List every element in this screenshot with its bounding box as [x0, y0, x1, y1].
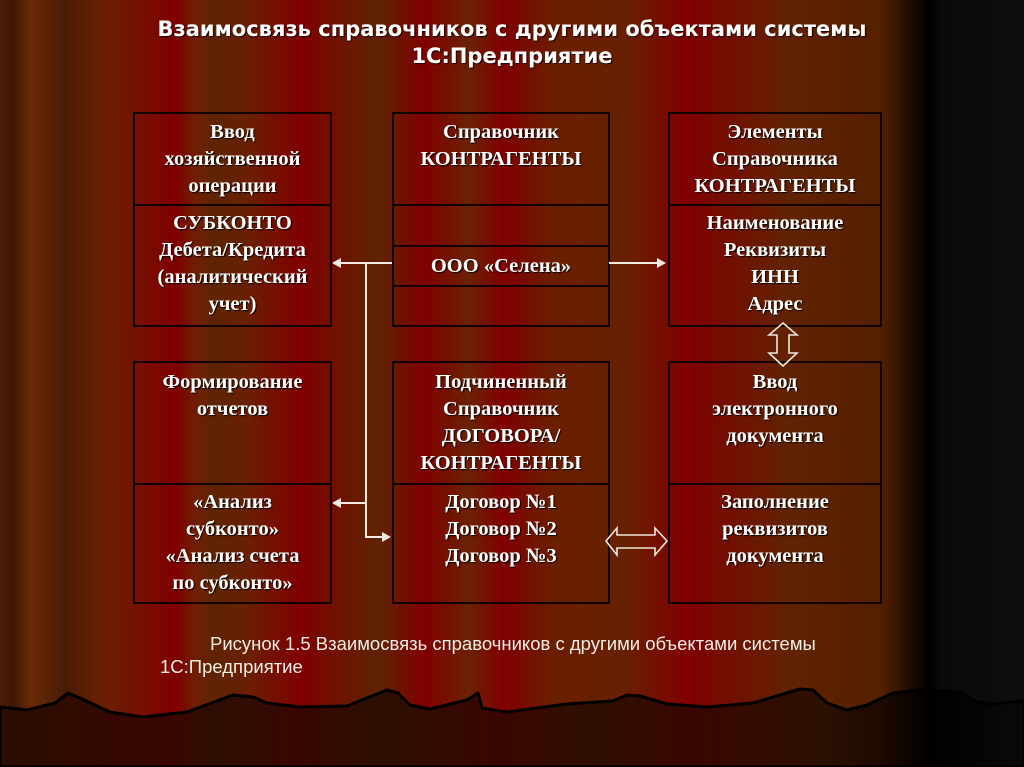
box-reports-header: Формирование отчетов: [133, 361, 332, 485]
box-text: «Анализ: [193, 491, 272, 513]
slide-title: Взаимосвязь справочников с другими объек…: [0, 16, 1024, 70]
box-text: отчетов: [196, 398, 269, 420]
box-text: (аналитический: [157, 266, 308, 288]
box-text: Справочник: [443, 398, 559, 420]
figure-caption-line1: Рисунок 1.5 Взаимосвязь справочников с д…: [210, 633, 816, 654]
box-text: Элементы: [727, 121, 823, 143]
arrow-left-icon: [332, 498, 341, 508]
box-text: Подчиненный: [435, 371, 567, 393]
box-text: КОНТРАГЕНТЫ: [694, 175, 856, 197]
box-text: субконто»: [186, 518, 279, 540]
box-text: Дебета/Кредита: [159, 239, 306, 261]
box-text: операции: [188, 175, 277, 197]
box-text: электронного: [712, 398, 838, 420]
slide-title-line1: Взаимосвязь справочников с другими объек…: [157, 17, 867, 41]
box-text: Заполнение: [721, 491, 829, 513]
box-text: ДОГОВОРА/: [441, 425, 561, 447]
arrow-right-icon: [382, 532, 391, 542]
box-directory-elements-body: Наименование Реквизиты ИНН Адрес: [668, 204, 882, 327]
box-fill-requisites-body: Заполнение реквизитов документа: [668, 483, 882, 604]
double-arrow-vertical-icon: [766, 321, 800, 368]
box-text: Справочника: [712, 148, 838, 170]
box-electronic-document-header: Ввод электронного документа: [668, 361, 882, 485]
arrow-left-icon: [332, 258, 341, 268]
box-text: Наименование: [706, 212, 844, 234]
box-text: «Анализ счета: [165, 545, 300, 567]
box-text: КОНТРАГЕНТЫ: [420, 148, 582, 170]
box-business-operation-header: Ввод хозяйственной операции: [133, 112, 332, 206]
box-text: документа: [726, 425, 824, 447]
box-text: Ввод: [752, 371, 798, 393]
box-text: Договор №2: [445, 518, 557, 540]
box-text: реквизитов: [722, 518, 828, 540]
box-text: Ввод: [210, 121, 255, 143]
box-text: Реквизиты: [723, 239, 827, 261]
box-contracts-body: Договор №1 Договор №2 Договор №3: [392, 483, 610, 604]
directory-row-empty-2: [392, 285, 610, 327]
box-text: Формирование: [162, 371, 303, 393]
box-text: хозяйственной: [164, 148, 301, 170]
box-contracts-directory-header: Подчиненный Справочник ДОГОВОРА/ КОНТРАГ…: [392, 361, 610, 485]
box-text: по субконто»: [172, 572, 293, 594]
box-text: ИНН: [751, 266, 799, 288]
box-text: ООО «Селена»: [430, 254, 572, 277]
box-text: КОНТРАГЕНТЫ: [420, 452, 582, 474]
arrow-right-icon: [657, 258, 666, 268]
box-text: Адрес: [747, 293, 803, 315]
box-text: Справочник: [443, 121, 559, 143]
figure-caption-line2: 1С:Предприятие: [160, 656, 303, 677]
slide-title-line2: 1С:Предприятие: [411, 44, 613, 68]
box-directory-elements-header: Элементы Справочника КОНТРАГЕНТЫ: [668, 112, 882, 206]
box-reports-body: «Анализ субконто» «Анализ счета по субко…: [133, 483, 332, 604]
directory-row-selena: ООО «Селена»: [392, 245, 610, 287]
box-subkonto-body: СУБКОНТО Дебета/Кредита (аналитический у…: [133, 204, 332, 327]
box-counterparties-directory-header: Справочник КОНТРАГЕНТЫ: [392, 112, 610, 206]
box-text: Договор №3: [445, 545, 557, 567]
box-text: учет): [208, 293, 257, 315]
double-arrow-horizontal-icon: [604, 525, 669, 558]
box-text: Договор №1: [445, 491, 557, 513]
box-text: документа: [726, 545, 824, 567]
box-text: СУБКОНТО: [173, 212, 292, 234]
directory-row-empty-1: [392, 204, 610, 247]
